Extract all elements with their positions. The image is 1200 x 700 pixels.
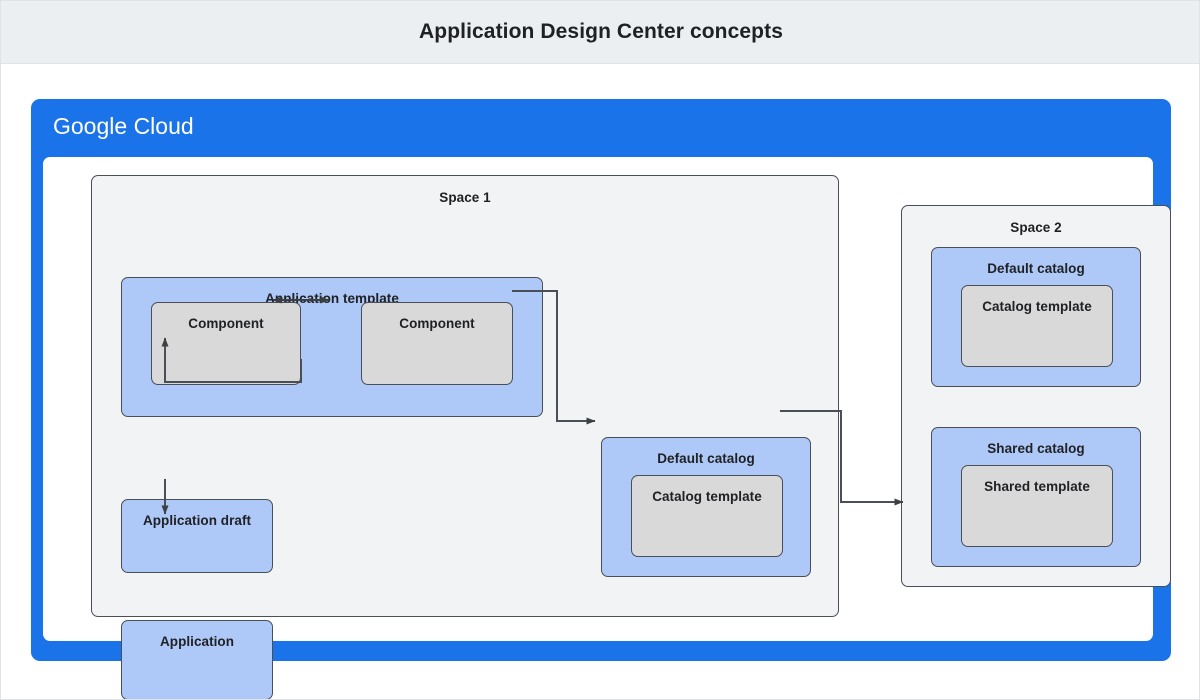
space2-default-catalog-label: Default catalog	[987, 261, 1085, 276]
google-cloud-logo: Google Cloud	[53, 113, 194, 140]
google-cloud-frame: Google Cloud Space 1 Application templat…	[31, 99, 1171, 699]
space1-catalog-template-box[interactable]: Catalog template	[631, 475, 783, 557]
logo-cloud-text: Cloud	[133, 113, 194, 139]
application-box[interactable]: Application	[121, 620, 273, 699]
space1-default-catalog-label: Default catalog	[657, 451, 755, 466]
space2-shared-template-label: Shared template	[984, 479, 1090, 494]
component-right-label: Component	[399, 316, 475, 331]
space2-catalog-template-box[interactable]: Catalog template	[961, 285, 1113, 367]
application-draft-box[interactable]: Application draft	[121, 499, 273, 573]
application-label: Application	[159, 634, 235, 649]
space-1-label: Space 1	[439, 190, 491, 205]
space1-catalog-template-label: Catalog template	[652, 489, 762, 504]
component-left-box[interactable]: Component	[151, 302, 301, 385]
space2-shared-catalog-label: Shared catalog	[987, 441, 1085, 456]
title-bar: Application Design Center concepts	[1, 1, 1199, 64]
space2-catalog-template-label: Catalog template	[982, 299, 1092, 314]
logo-google-text: Google	[53, 113, 128, 139]
component-right-box[interactable]: Component	[361, 302, 513, 385]
space2-shared-template-box[interactable]: Shared template	[961, 465, 1113, 547]
component-left-label: Component	[188, 316, 264, 331]
space-2-label: Space 2	[1010, 220, 1062, 235]
google-cloud-inner-panel: Space 1 Application template Component C…	[43, 157, 1171, 699]
page-title: Application Design Center concepts	[419, 20, 783, 43]
application-draft-label: Application draft	[142, 513, 252, 528]
